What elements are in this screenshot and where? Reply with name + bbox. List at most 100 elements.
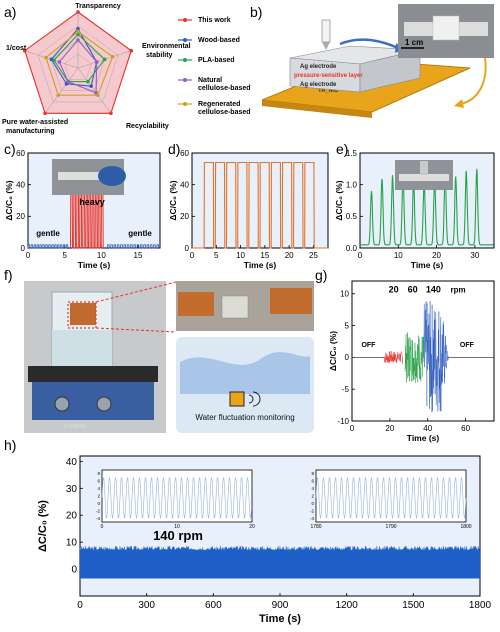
x-tick-label: 15 [260, 251, 269, 260]
legend-marker [183, 38, 187, 42]
callout-arrow-head [454, 99, 464, 108]
radar-grid [24, 11, 132, 114]
radar-point [89, 84, 93, 88]
layer-label: pressure-sensitive layer [294, 73, 363, 79]
axis-label-line: stability [146, 52, 173, 59]
panel-label-e: e) [336, 141, 348, 157]
legend-label: This work [198, 17, 231, 24]
radar-point [57, 60, 62, 64]
inset-x-tick-label: 1790 [385, 524, 396, 530]
panel-label-b: b) [250, 4, 262, 20]
y-tick-label: 40 [66, 457, 78, 468]
y-axis-label: ΔC/C₀ (%) [334, 180, 344, 220]
radar-point [44, 55, 48, 60]
x-tick-label: 300 [138, 600, 155, 611]
y-tick-label: 0.5 [346, 212, 358, 221]
legend-unit: rpm [450, 285, 465, 294]
inset-x-tick-label: 1800 [460, 524, 471, 530]
sensor-in-beaker [70, 303, 96, 325]
radar-series-line [58, 39, 98, 94]
legend-line: cellulose-based [198, 109, 251, 116]
stirrer-body [32, 382, 154, 420]
x-tick-label: 60 [461, 424, 470, 433]
y-axis-label: ΔC/C₀ (%) [37, 500, 49, 552]
series-d [192, 161, 328, 249]
x-tick-label: 600 [205, 600, 222, 611]
inset-y-tick-label: 0 [97, 501, 100, 506]
legend-140: 140 [426, 284, 441, 294]
radar-spoke [77, 67, 112, 114]
inset-y-tick-label: 6 [97, 479, 100, 484]
annotation-heavy: heavy [79, 197, 105, 207]
x-tick-label: 0 [358, 251, 363, 260]
sensor-icon [229, 391, 245, 407]
radar-point [76, 29, 80, 34]
inset-y-tick-label: -2 [96, 508, 100, 513]
y-tick-label: 60 [16, 149, 25, 158]
radar-axis-label: Recyclability [126, 123, 169, 130]
photo-inset-e [395, 160, 453, 190]
inset-y-tick-label: 4 [97, 486, 100, 491]
x-tick-label: 10 [97, 251, 106, 260]
x-axis-label: Time (s) [78, 260, 111, 270]
y-tick-label: 10 [66, 538, 78, 549]
legend-marker [183, 78, 187, 82]
water [52, 330, 112, 366]
x-tick-label: 20 [432, 251, 441, 260]
radar-point [102, 57, 107, 62]
x-tick-label: 20 [385, 424, 394, 433]
x-tick-label: 900 [272, 600, 289, 611]
legend-line: Natural [198, 77, 222, 84]
y-axis-label: ΔC/C₀ (%) [168, 180, 178, 220]
radar-point [66, 79, 70, 84]
copper-tape [178, 292, 214, 316]
x-tick-label: 0 [350, 424, 355, 433]
zoom-line [95, 327, 177, 333]
radar-axis-label: 1/cost [6, 45, 27, 52]
x-tick-label: 1200 [336, 600, 359, 611]
x-tick-label: 30 [470, 251, 479, 260]
inset-y-tick-label: 2 [97, 494, 100, 499]
radar-spoke [44, 67, 79, 114]
inset-strip [58, 172, 108, 180]
signal-icon [248, 391, 261, 407]
radar-point [52, 58, 56, 63]
radar-point [86, 79, 90, 84]
legend-marker [183, 102, 187, 106]
y-tick-label: 1.5 [346, 149, 358, 158]
rpm-label: 140 rpm [153, 528, 203, 543]
zoom-line [95, 281, 177, 303]
y-tick-label: 0 [345, 353, 350, 362]
y-tick-label: 1.0 [346, 180, 358, 189]
copper-tape [270, 288, 312, 314]
series-gentle [27, 244, 69, 249]
radar-point [76, 32, 80, 37]
device-schematic: TA_MC Ag electrode pressure-sensitive la… [261, 4, 494, 118]
zoom-box [67, 301, 97, 329]
radar-axis-label: Transparency [75, 3, 121, 10]
series-e [360, 168, 494, 246]
radar-series-line [45, 30, 114, 96]
y-tick-label: 20 [180, 212, 189, 221]
x-axis-label: Time (s) [407, 433, 440, 443]
radar-point [76, 27, 80, 31]
y-axis-label: ΔC/C₀ (%) [328, 331, 338, 371]
legend-marker [183, 18, 187, 22]
y-tick-label: 0 [21, 244, 26, 253]
radar-grid-ring [37, 25, 119, 103]
x-axis-label: Time (s) [244, 260, 277, 270]
annotation-gentle: gentle [36, 229, 60, 238]
radar-grid-ring [51, 39, 105, 91]
monitor-caption: Water fluctuation monitoring [195, 413, 294, 422]
scale-bar-label: 1 cm [405, 38, 423, 47]
inset-y-tick-label: 2 [311, 494, 314, 499]
